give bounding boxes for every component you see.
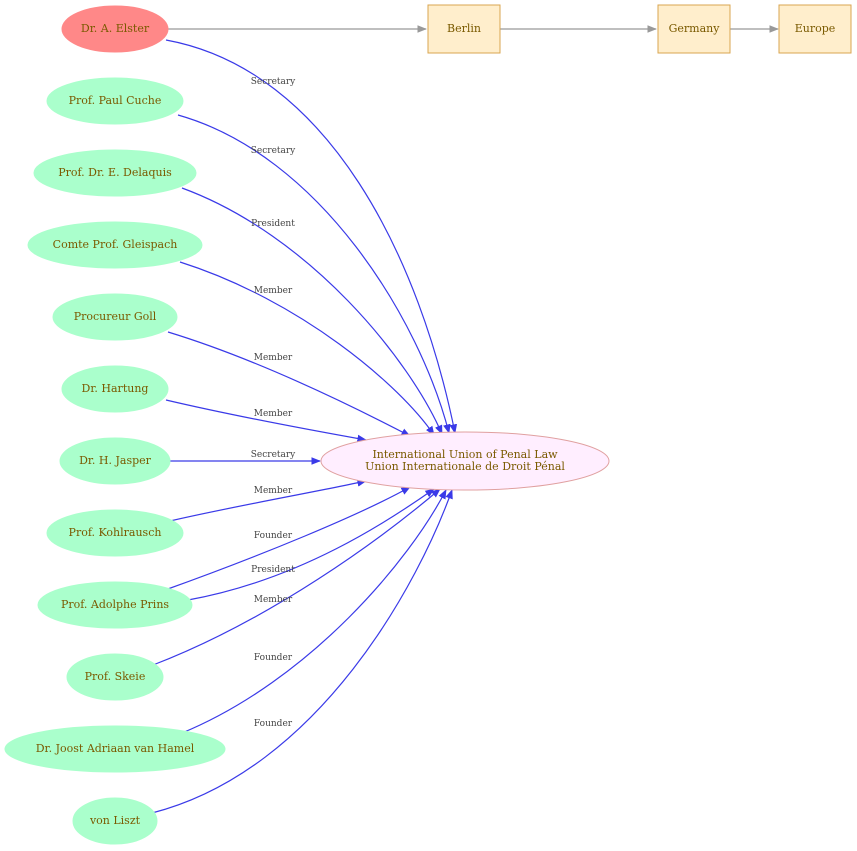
place-node-berlin[interactable]: Berlin <box>427 4 501 54</box>
person-label: Dr. Joost Adriaan van Hamel <box>36 742 195 755</box>
edge-label-delaquis: President <box>251 219 295 229</box>
edge-hartung-org <box>165 399 367 443</box>
person-node-hartung[interactable]: Dr. Hartung <box>61 365 169 413</box>
person-node-cuche[interactable]: Prof. Paul Cuche <box>46 77 184 125</box>
edge-delaquis-org <box>181 187 443 435</box>
edge-label-gleispach: Member <box>254 286 293 296</box>
person-label: Prof. Kohlrausch <box>69 526 162 539</box>
edge-cuche-org <box>177 114 451 434</box>
organization-name-line1: International Union of Penal Law <box>372 448 558 461</box>
edge-label-jasper: Secretary <box>251 450 296 460</box>
place-node-germany[interactable]: Germany <box>657 4 731 54</box>
person-node-liszt[interactable]: von Liszt <box>72 797 158 845</box>
person-label: Dr. H. Jasper <box>79 454 152 467</box>
edge-skeie-org <box>152 488 441 666</box>
person-node-gleispach[interactable]: Comte Prof. Gleispach <box>27 221 203 269</box>
person-label: von Liszt <box>89 814 141 827</box>
edge-label-kohlrausch: Member <box>254 486 293 496</box>
edge-label-prins-president: President <box>251 565 295 575</box>
place-label-europe: Europe <box>795 22 836 35</box>
person-label: Comte Prof. Gleispach <box>53 238 178 251</box>
edge-label-elster: Secretary <box>251 77 296 87</box>
edge-liszt-org <box>151 489 453 814</box>
person-node-elster[interactable]: Dr. A. Elster <box>61 5 169 53</box>
edge-label-liszt: Founder <box>254 719 293 729</box>
edge-label-cuche: Secretary <box>251 146 296 156</box>
person-label: Prof. Skeie <box>85 670 146 683</box>
person-node-skeie[interactable]: Prof. Skeie <box>66 653 164 701</box>
edge-prins-president-org <box>187 488 435 601</box>
edge-prins-founder-org <box>164 486 411 591</box>
edge-gleispach-org <box>179 261 435 436</box>
person-node-hamel[interactable]: Dr. Joost Adriaan van Hamel <box>4 725 226 773</box>
person-node-prins[interactable]: Prof. Adolphe Prins <box>37 581 193 629</box>
edge-label-hartung: Member <box>254 409 293 419</box>
edge-kohlrausch-org <box>169 479 367 522</box>
person-label: Prof. Dr. E. Delaquis <box>58 166 172 179</box>
person-label: Procureur Goll <box>74 310 157 323</box>
organization-name-line2: Union Internationale de Droit Pénal <box>365 460 565 473</box>
edge-hamel-org <box>181 489 447 734</box>
organization-node[interactable]: International Union of Penal Law Union I… <box>320 431 610 491</box>
person-label: Dr. Hartung <box>82 382 149 395</box>
edge-label-prins-founder: Founder <box>254 531 293 541</box>
edge-goll-org <box>167 331 411 437</box>
edge-elster-org <box>165 39 458 434</box>
person-node-kohlrausch[interactable]: Prof. Kohlrausch <box>46 509 184 557</box>
person-label: Dr. A. Elster <box>81 22 150 35</box>
place-label-berlin: Berlin <box>447 22 481 35</box>
person-node-jasper[interactable]: Dr. H. Jasper <box>59 437 171 485</box>
place-label-germany: Germany <box>669 22 721 35</box>
person-label: Prof. Adolphe Prins <box>61 598 169 611</box>
edge-label-skeie: Member <box>254 595 293 605</box>
person-label: Prof. Paul Cuche <box>69 94 162 107</box>
person-node-delaquis[interactable]: Prof. Dr. E. Delaquis <box>33 149 197 197</box>
edge-label-goll: Member <box>254 353 293 363</box>
edge-label-hamel: Founder <box>254 653 293 663</box>
person-node-goll[interactable]: Procureur Goll <box>52 293 178 341</box>
place-node-europe[interactable]: Europe <box>778 4 852 54</box>
